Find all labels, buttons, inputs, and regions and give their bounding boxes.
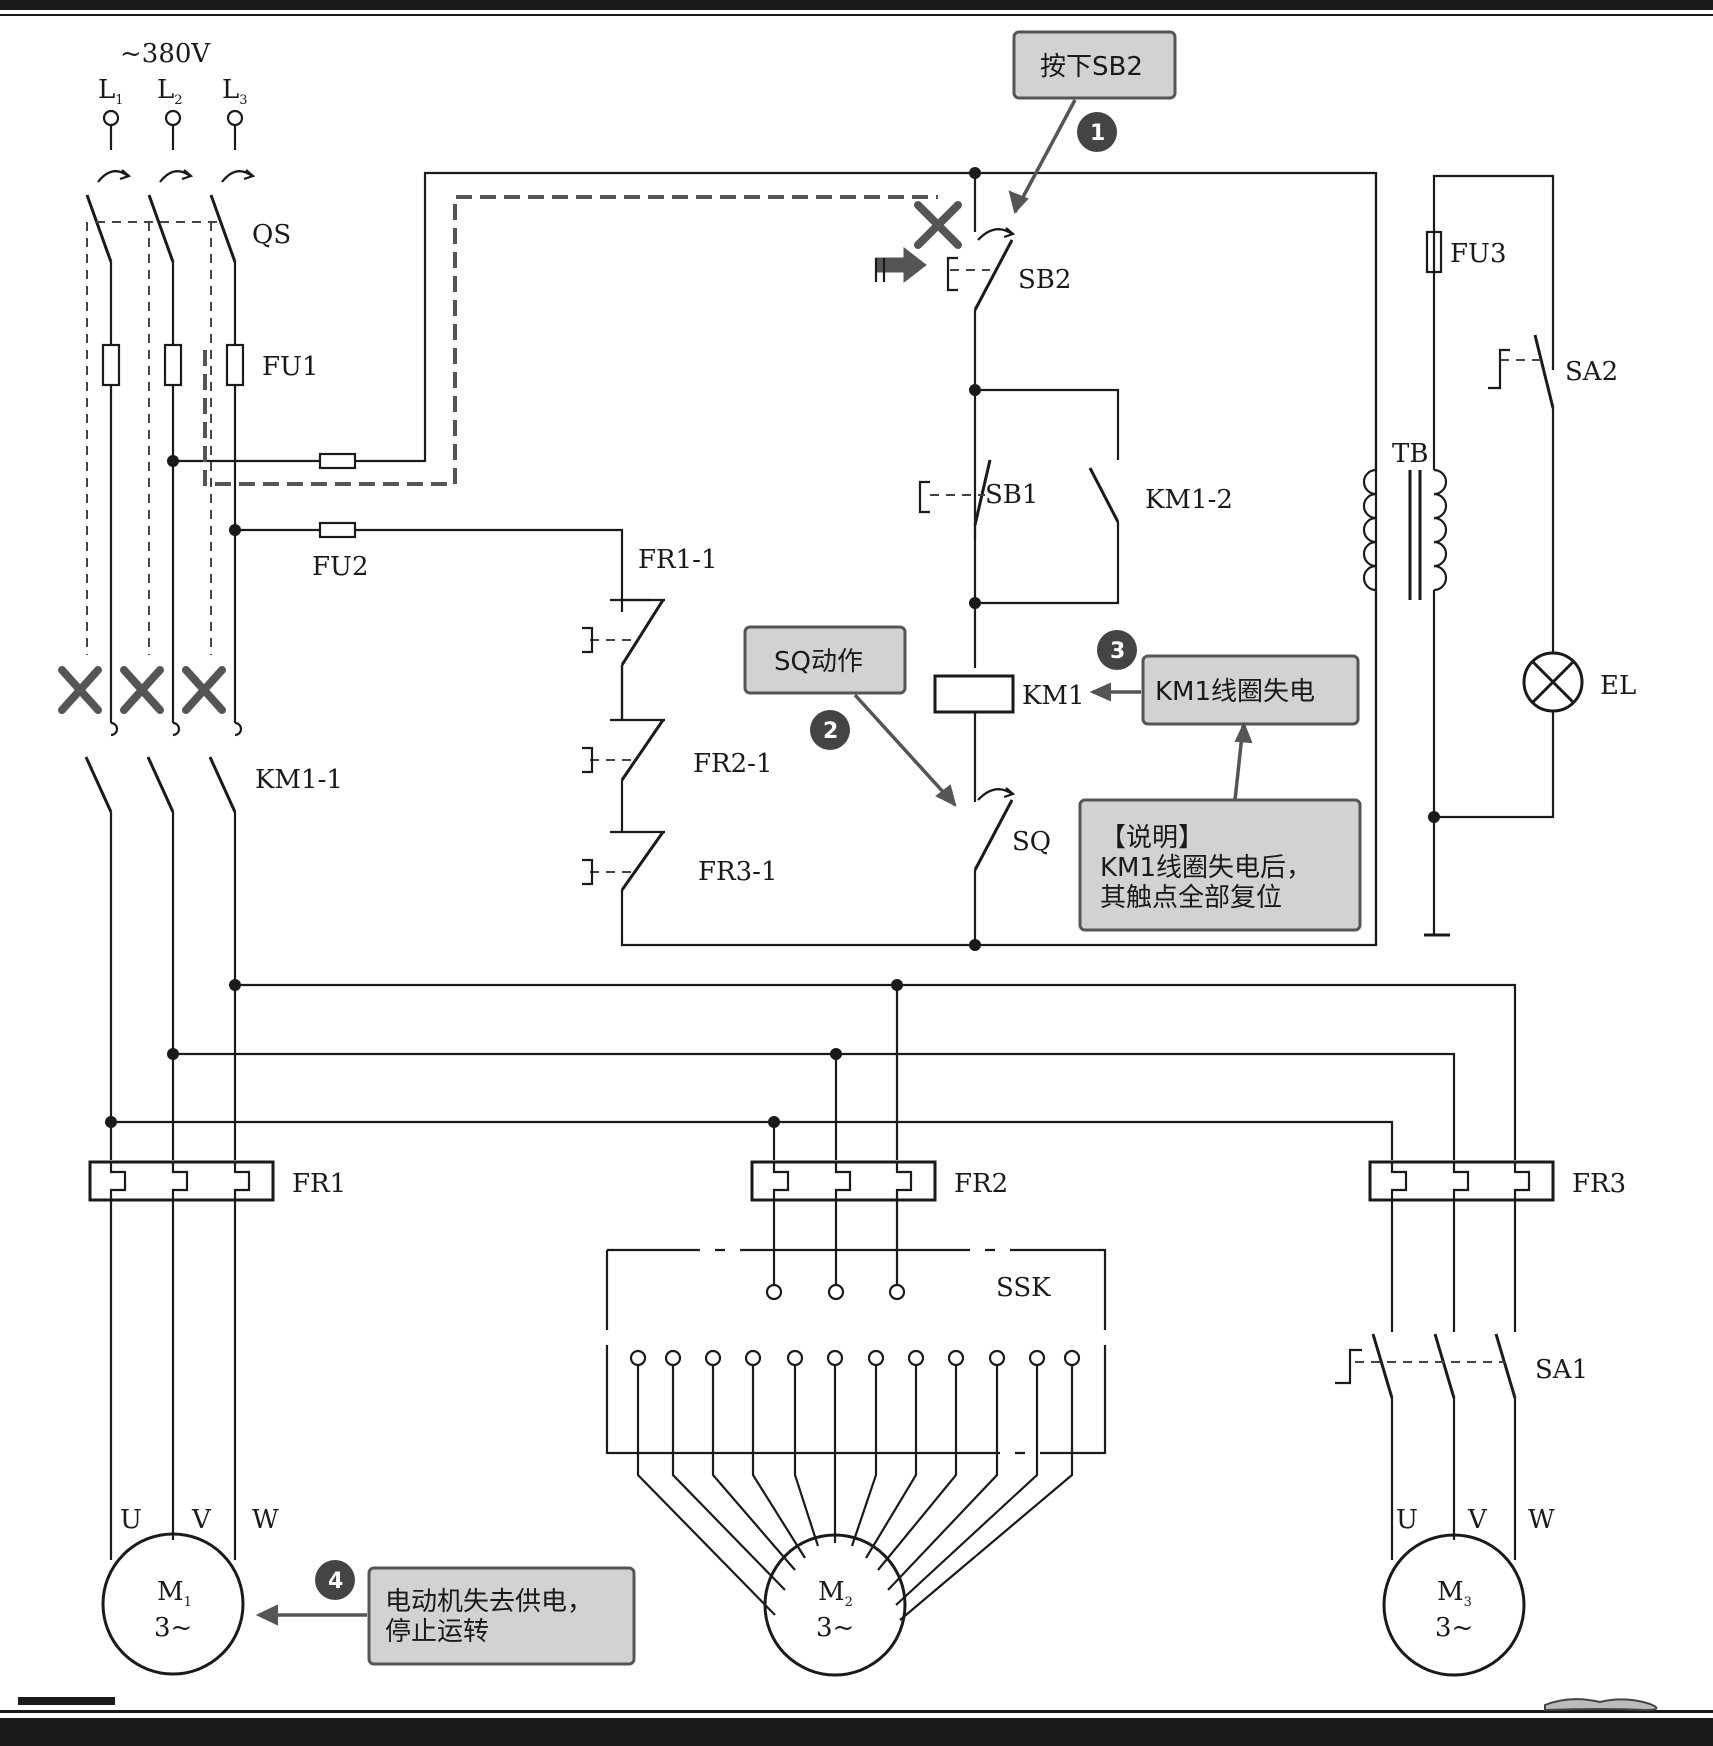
fr2-thermal-relay: FR2: [750, 1160, 1008, 1202]
m2-name: M2: [818, 1577, 853, 1610]
svg-text:3: 3: [1110, 639, 1125, 664]
distribution-buses: [105, 979, 1517, 1160]
el-label: EL: [1600, 671, 1636, 701]
fr3-label: FR3: [1572, 1169, 1626, 1199]
supply-terminals: ~380V L1 L2 L3: [97, 39, 256, 183]
m2-rating: 3~: [816, 1613, 854, 1643]
km1-2-label: KM1-2: [1145, 485, 1233, 515]
m1-u-label: U: [120, 1505, 142, 1535]
callout-step-1: 按下SB2 1: [1008, 30, 1177, 215]
fu3-label: FU3: [1450, 239, 1507, 269]
km1-coil-label: KM1: [1022, 681, 1085, 711]
svg-text:4: 4: [328, 1569, 343, 1594]
ssk-label: SSK: [996, 1273, 1051, 1303]
m3-name: M3: [1437, 1577, 1472, 1610]
phase-wires-upper: [109, 385, 237, 723]
step-2-badge: [810, 710, 850, 750]
qs-isolator-switch: QS: [85, 194, 291, 345]
callout-step-3: KM1线圈失电 3: [1089, 630, 1360, 801]
m1-branch: U V W M1 3~: [101, 1200, 279, 1676]
mechanical-linkage: [86, 222, 212, 655]
svg-text:停止运转: 停止运转: [385, 1617, 489, 1647]
motor-m2-icon: [763, 1533, 907, 1677]
step-3-badge: [1097, 630, 1137, 670]
control-circuit: FU2 FR1-1 FR2-1 FR3-1 SB2 SB1 KM1: [167, 167, 1378, 951]
m3-branch: SA1 U V W M3 3~: [1335, 1200, 1588, 1677]
svg-text:KM1线圈失电: KM1线圈失电: [1155, 677, 1315, 707]
fr1-thermal-relay: FR1: [88, 1160, 346, 1202]
fu1-label: FU1: [262, 352, 319, 382]
phase-l3-label: L3: [222, 75, 248, 108]
svg-text:1: 1: [1090, 121, 1105, 146]
svg-text:KM1线圈失电后，: KM1线圈失电后，: [1100, 853, 1312, 883]
fr3-thermal-relay: FR3: [1368, 1160, 1626, 1202]
callout-step-4: 电动机失去供电， 停止运转 4: [255, 1560, 636, 1666]
svg-text:SQ动作: SQ动作: [774, 647, 863, 677]
m3-v-label: V: [1467, 1505, 1488, 1535]
svg-text:按下SB2: 按下SB2: [1040, 52, 1143, 82]
phase-l2-label: L2: [157, 75, 183, 108]
fr1-1-label: FR1-1: [638, 545, 718, 575]
step-4-badge: [315, 1560, 355, 1600]
supply-voltage-label: ~380V: [120, 39, 211, 69]
sq-label: SQ: [1012, 827, 1051, 857]
step-1-badge: [1077, 112, 1117, 152]
sa1-label: SA1: [1535, 1355, 1588, 1385]
phase-l1-label: L1: [98, 75, 124, 108]
callout-step-2: SQ动作 2: [743, 625, 957, 807]
press-arrow-icon: [875, 246, 927, 284]
m1-name: M1: [157, 1577, 192, 1610]
tb-label: TB: [1392, 439, 1428, 469]
svg-text:2: 2: [823, 719, 838, 744]
fr1-label: FR1: [292, 1169, 346, 1199]
qs-label: QS: [252, 220, 291, 250]
m1-w-label: W: [252, 1505, 279, 1535]
m3-u-label: U: [1396, 1505, 1418, 1535]
m3-rating: 3~: [1435, 1613, 1473, 1643]
m2-branch: SSK M2 3~: [605, 1200, 1107, 1677]
km1-1-main-contacts: KM1-1: [58, 666, 343, 813]
sa2-label: SA2: [1565, 357, 1618, 387]
fr2-label: FR2: [954, 1169, 1008, 1199]
phase-wires-lower: [109, 812, 237, 1160]
km1-1-label: KM1-1: [255, 765, 343, 795]
fr2-1-label: FR2-1: [693, 749, 773, 779]
m3-w-label: W: [1528, 1505, 1555, 1535]
lighting-circuit: TB FU3 SA2 EL: [1362, 173, 1636, 945]
svg-text:电动机失去供电，: 电动机失去供电，: [385, 1587, 593, 1617]
motor-m1-icon: [101, 1532, 245, 1676]
sb1-label: SB1: [985, 480, 1038, 510]
svg-text:其触点全部复位: 其触点全部复位: [1100, 883, 1282, 913]
fu2-label: FU2: [312, 552, 369, 582]
m1-rating: 3~: [154, 1613, 192, 1643]
svg-text:【说明】: 【说明】: [1100, 823, 1204, 853]
m1-v-label: V: [191, 1505, 212, 1535]
motor-m3-icon: [1382, 1533, 1526, 1677]
corner-decoration: [1544, 1698, 1658, 1712]
fr3-1-label: FR3-1: [698, 857, 778, 887]
callout-note: 【说明】 KM1线圈失电后， 其触点全部复位: [1078, 798, 1362, 932]
sb2-label: SB2: [1018, 265, 1071, 295]
